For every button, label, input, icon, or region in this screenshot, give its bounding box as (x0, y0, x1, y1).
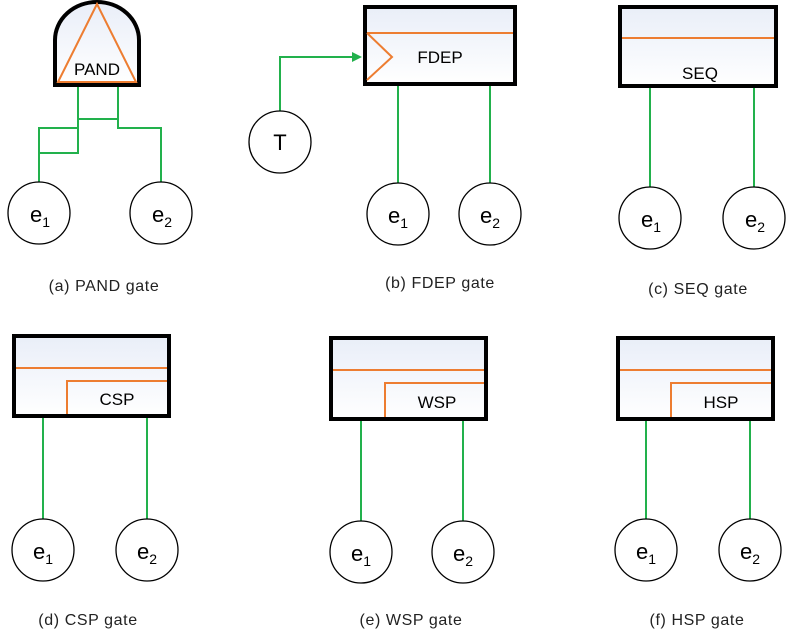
seq-event-e1 (618, 186, 682, 250)
csp-event-e1 (11, 518, 75, 582)
fdep-caption: (b) FDEP gate (385, 275, 495, 292)
csp-gate-panel: CSP e1 e2 (d) CSP gate (11, 334, 179, 629)
pand-caption: (a) PAND gate (49, 278, 160, 295)
seq-event-e2 (722, 186, 786, 250)
fdep-trigger-label: T (273, 130, 286, 155)
fdep-chevron-mark (366, 32, 394, 81)
fdep-event-e1-label: e1 (388, 203, 408, 231)
hsp-caption: (f) HSP gate (650, 612, 745, 629)
seq-event-e2-label: e2 (745, 207, 765, 235)
hsp-event-e1 (614, 518, 678, 582)
wsp-gate-panel: WSP e1 e2 (e) WSP gate (329, 336, 495, 629)
pand-gate-label: PAND (74, 60, 120, 79)
wsp-gate-box (329, 336, 488, 421)
fdep-event-e2-label: e2 (480, 203, 500, 231)
seq-gate-panel: SEQ e1 e2 (c) SEQ gate (618, 5, 786, 298)
fdep-gate-box (363, 5, 517, 86)
hsp-gate-box (616, 336, 775, 421)
hsp-event-e2 (718, 518, 782, 582)
fdep-trigger-connector (279, 52, 362, 112)
pand-event-e1-label: e1 (30, 202, 50, 230)
pand-event-e1 (7, 181, 71, 245)
seq-gate-label: SEQ (682, 64, 718, 83)
csp-gate-label: CSP (100, 390, 135, 409)
wsp-event-e2 (431, 520, 495, 584)
pand-gate-shape (53, 0, 141, 87)
csp-caption: (d) CSP gate (38, 612, 137, 629)
hsp-event-e2-label: e2 (740, 539, 760, 567)
hsp-gate-label: HSP (704, 393, 739, 412)
seq-caption: (c) SEQ gate (648, 281, 748, 298)
pand-connector-e1 (38, 80, 79, 183)
pand-event-e2 (129, 181, 193, 245)
pand-gate-panel: PAND e1 e2 (a) PAND gate (7, 0, 193, 295)
fdep-event-e1 (366, 182, 430, 246)
hsp-step-mark (670, 382, 771, 417)
wsp-gate-label: WSP (418, 393, 457, 412)
wsp-event-e1-label: e1 (351, 541, 371, 569)
csp-event-e2 (115, 518, 179, 582)
csp-gate-box (12, 334, 171, 418)
fdep-gate-label: FDEP (417, 48, 462, 67)
pand-connector-e2 (117, 80, 162, 183)
pand-event-e2-label: e2 (152, 202, 172, 230)
fdep-event-e2 (458, 182, 522, 246)
fdep-gate-panel: FDEP T e1 e2 (b) FDEP gate (248, 5, 522, 292)
seq-event-e1-label: e1 (641, 207, 661, 235)
hsp-event-e1-label: e1 (636, 539, 656, 567)
csp-step-mark (66, 380, 167, 414)
hsp-gate-panel: HSP e1 e2 (f) HSP gate (614, 336, 782, 629)
wsp-caption: (e) WSP gate (360, 612, 463, 629)
seq-gate-box (618, 5, 778, 88)
csp-event-e1-label: e1 (33, 539, 53, 567)
wsp-event-e1 (329, 520, 393, 584)
pand-triangle-mark (56, 1, 138, 83)
wsp-step-mark (384, 382, 484, 417)
csp-event-e2-label: e2 (137, 539, 157, 567)
fdep-trigger-event (248, 110, 312, 174)
wsp-event-e2-label: e2 (453, 541, 473, 569)
